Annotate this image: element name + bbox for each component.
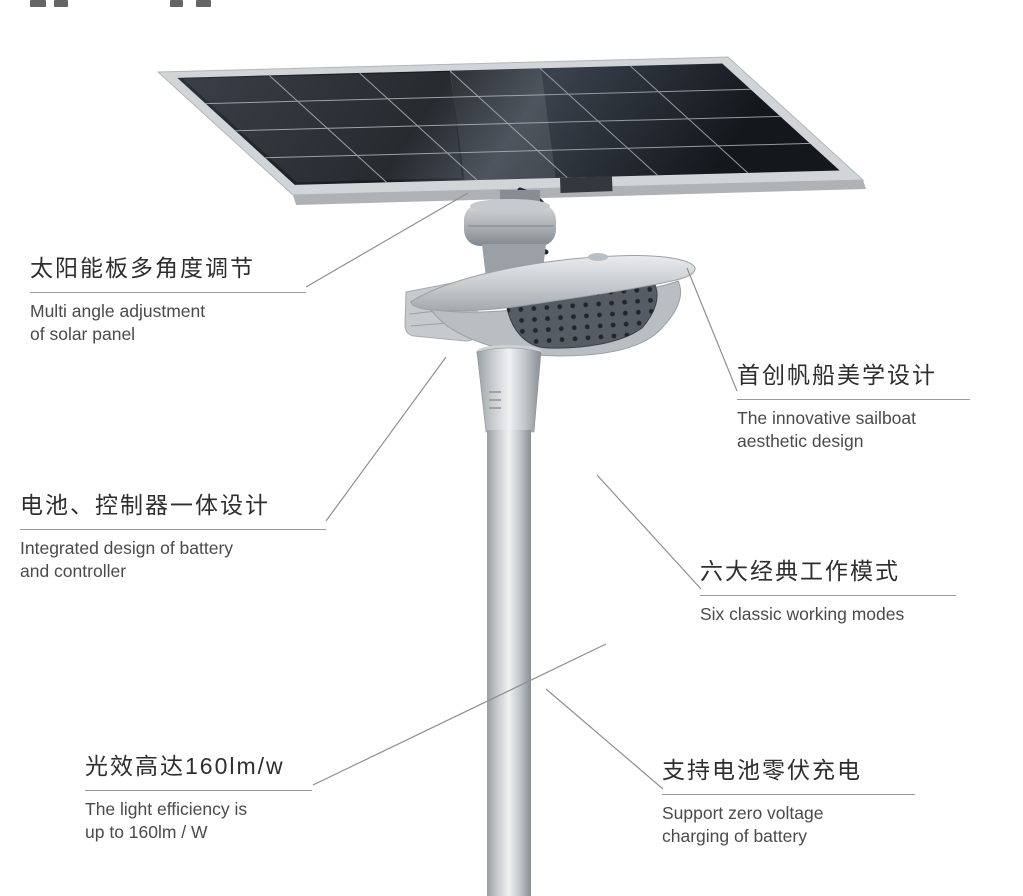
callout-title-zh: 首创帆船美学设计 xyxy=(737,356,970,400)
callout-sailboat-design: 首创帆船美学设计 The innovative sailboat aesthet… xyxy=(737,356,970,453)
callout-working-modes: 六大经典工作模式 Six classic working modes xyxy=(700,552,956,626)
callout-title-zh: 电池、控制器一体设计 xyxy=(20,486,326,530)
solar-panel-edge xyxy=(293,180,866,205)
callout-text-en: Support zero voltage xyxy=(662,803,824,823)
lamp-head xyxy=(404,253,696,357)
cropped-text-fragment xyxy=(196,0,211,7)
leader-line-solar-panel-adjustment xyxy=(305,192,469,288)
leader-line-zero-voltage xyxy=(545,688,664,790)
callout-title-zh: 光效高达160lm/w xyxy=(85,747,312,791)
callout-text-en: charging of battery xyxy=(662,826,807,847)
callout-title-zh: 支持电池零伏充电 xyxy=(662,751,915,795)
pole xyxy=(487,430,531,896)
callout-text-en: Six classic working modes xyxy=(700,604,905,624)
callout-text-en: The innovative sailboat xyxy=(737,408,916,428)
callout-title-zh: 太阳能板多角度调节 xyxy=(30,249,306,293)
solar-panel xyxy=(158,57,863,195)
lamp-shell xyxy=(410,255,696,312)
callout-text-en: of solar panel xyxy=(30,324,136,345)
leader-line-battery-controller xyxy=(325,356,447,522)
callout-solar-panel-adjustment: 太阳能板多角度调节 Multi angle adjustment of sola… xyxy=(30,249,306,346)
cropped-text-fragment xyxy=(30,0,46,7)
panel-junction-box xyxy=(560,176,613,193)
callout-battery-controller: 电池、控制器一体设计 Integrated design of battery … xyxy=(20,486,326,583)
callout-text-en: up to 160lm / W xyxy=(85,822,208,843)
callout-text-en: aesthetic design xyxy=(737,431,864,452)
callout-text-en: and controller xyxy=(20,561,127,582)
callout-zero-voltage-charging: 支持电池零伏充电 Support zero voltage charging o… xyxy=(662,751,915,848)
callout-text-en: Integrated design of battery xyxy=(20,538,234,558)
cropped-text-fragment xyxy=(170,0,183,7)
callout-light-efficiency: 光效高达160lm/w The light efficiency is up t… xyxy=(85,747,312,844)
cropped-text-fragment xyxy=(54,0,68,7)
lamp-top-nub xyxy=(588,253,608,261)
callout-text-en: The light efficiency is xyxy=(85,799,248,819)
leader-line-sailboat-design xyxy=(686,267,738,392)
callout-title-zh: 六大经典工作模式 xyxy=(700,552,956,596)
callout-text-en: Multi angle adjustment xyxy=(30,301,206,321)
leader-line-light-efficiency xyxy=(312,643,607,786)
pole-taper xyxy=(476,347,542,433)
leader-line-working-modes xyxy=(596,474,702,590)
